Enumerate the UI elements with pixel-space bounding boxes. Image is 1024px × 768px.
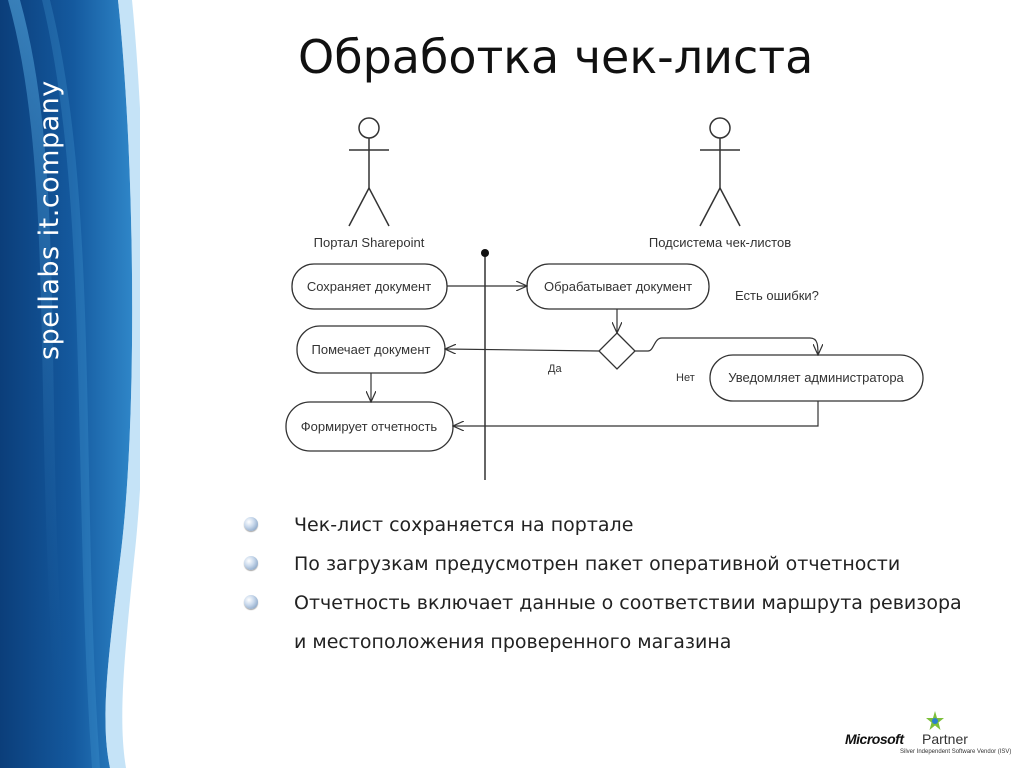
activity-process-document-label: Обрабатывает документ bbox=[544, 279, 692, 294]
sidebar-decoration: spellabs it.company bbox=[0, 0, 140, 768]
page-title: Обработка чек-листа bbox=[298, 30, 814, 84]
bullet-icon bbox=[244, 595, 258, 609]
microsoft-partner-logo: Microsoft Partner Silver Independent Sof… bbox=[840, 708, 1012, 758]
actor-label-portal: Портал Sharepoint bbox=[314, 235, 425, 250]
brand-text: spellabs it.company bbox=[34, 80, 65, 360]
activity-form-report-label: Формирует отчетность bbox=[301, 419, 438, 434]
actor-portal-sharepoint bbox=[348, 117, 390, 227]
activity-mark-document: Помечает документ bbox=[296, 325, 446, 374]
activity-notify-admin-label: Уведомляет администратора bbox=[728, 370, 904, 385]
flow-notify-to-report bbox=[453, 401, 819, 426]
decision-yes-label: Да bbox=[548, 363, 562, 375]
sidebar-background bbox=[0, 0, 140, 768]
flow-decision-yes bbox=[445, 349, 600, 351]
partner-label: Partner bbox=[922, 731, 968, 747]
bullet-icon bbox=[244, 517, 258, 531]
bullet-icon bbox=[244, 556, 258, 570]
activity-process-document: Обрабатывает документ bbox=[526, 263, 710, 310]
decision-node bbox=[598, 332, 636, 370]
flow-decision-no bbox=[635, 337, 818, 355]
bullet-item: Чек-лист сохраняется на портале bbox=[244, 506, 964, 545]
activity-diagram-canvas: Портал Sharepoint Подсистема чек-листов … bbox=[285, 117, 924, 480]
actor-checklist-subsystem bbox=[699, 117, 741, 227]
activity-mark-document-label: Помечает документ bbox=[312, 342, 431, 357]
partner-brand: Microsoft bbox=[845, 731, 904, 747]
activity-save-document: Сохраняет документ bbox=[291, 263, 448, 310]
bullet-list: Чек-лист сохраняется на портале По загру… bbox=[244, 506, 964, 662]
bullet-item: По загрузкам предусмотрен пакет оператив… bbox=[244, 545, 964, 584]
start-node bbox=[481, 249, 489, 257]
bullet-text: Чек-лист сохраняется на портале bbox=[294, 514, 634, 536]
bullet-text: Отчетность включает данные о соответстви… bbox=[294, 592, 962, 653]
actor-label-subsystem: Подсистема чек-листов bbox=[649, 235, 791, 250]
activity-save-document-label: Сохраняет документ bbox=[307, 279, 431, 294]
decision-no-label: Нет bbox=[676, 372, 695, 384]
bullet-item: Отчетность включает данные о соответстви… bbox=[244, 584, 964, 662]
activity-form-report: Формирует отчетность bbox=[285, 401, 454, 452]
activity-notify-admin: Уведомляет администратора bbox=[709, 354, 924, 402]
decision-question: Есть ошибки? bbox=[735, 288, 819, 303]
partner-badge-icon bbox=[926, 711, 944, 730]
bullet-text: По загрузкам предусмотрен пакет оператив… bbox=[294, 553, 901, 575]
partner-subtitle: Silver Independent Software Vendor (ISV) bbox=[900, 749, 1012, 755]
activity-diagram: Портал Sharepoint Подсистема чек-листов … bbox=[270, 108, 970, 493]
